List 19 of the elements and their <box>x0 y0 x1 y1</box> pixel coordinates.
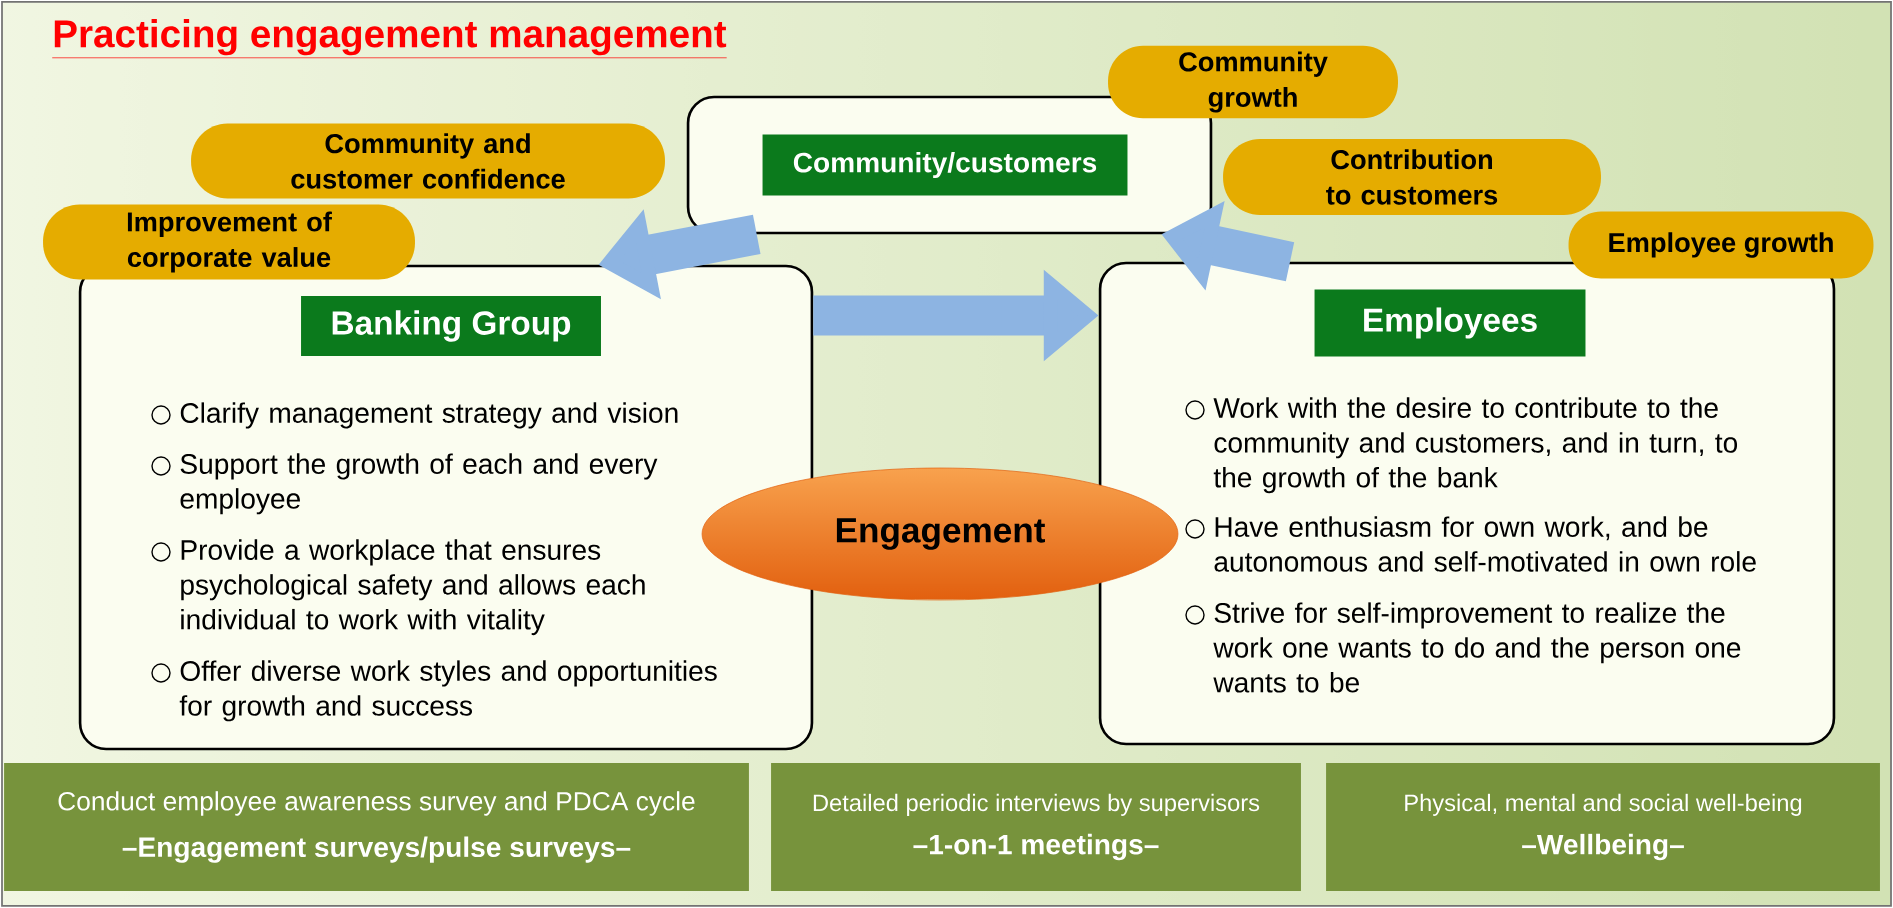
label-pill: Contribution to customers <box>1223 139 1601 215</box>
banner-bar: Conduct employee awareness survey and PDCA cycle –Engagement surveys/pulse surveys– <box>4 763 749 891</box>
bullet-item: Clarify management strategy and vision <box>151 402 678 429</box>
banner-bar: Physical, mental and social well-being –Wellbeing– <box>1326 763 1880 891</box>
bullet-item: Offer diverse work styles and opportunities for growth and success <box>151 660 717 722</box>
bullet-item: Work with the desire to contribute to the community and customers, and in turn, to the growth of the bank <box>1185 397 1738 494</box>
heading-label: Banking Group <box>301 296 601 356</box>
bullet-item: Support the growth of each and every employee <box>151 453 658 515</box>
label-pill: Community growth <box>1108 45 1398 119</box>
heading-label: Community/customers <box>762 134 1128 196</box>
label-pill: Community and customer confidence <box>191 123 665 199</box>
bullet-item: Strive for self-improvement to realize the work one wants to do and the person one wants to be <box>1185 602 1741 693</box>
bullet-item: Provide a workplace that ensures psychological safety and allows each individual to work with vitality <box>151 539 645 636</box>
label-pill: Employee growth <box>1568 211 1874 279</box>
title: Practicing engagement management <box>51 19 728 59</box>
label-pill: Improvement of corporate value <box>43 204 415 280</box>
heading-label: Employees <box>1314 289 1586 357</box>
banner-bar: Detailed periodic interviews by supervisors –1-on-1 meetings– <box>771 763 1301 891</box>
bullet-item: Have enthusiasm for own work, and be autonomous and self-motivated in own role <box>1185 516 1756 572</box>
